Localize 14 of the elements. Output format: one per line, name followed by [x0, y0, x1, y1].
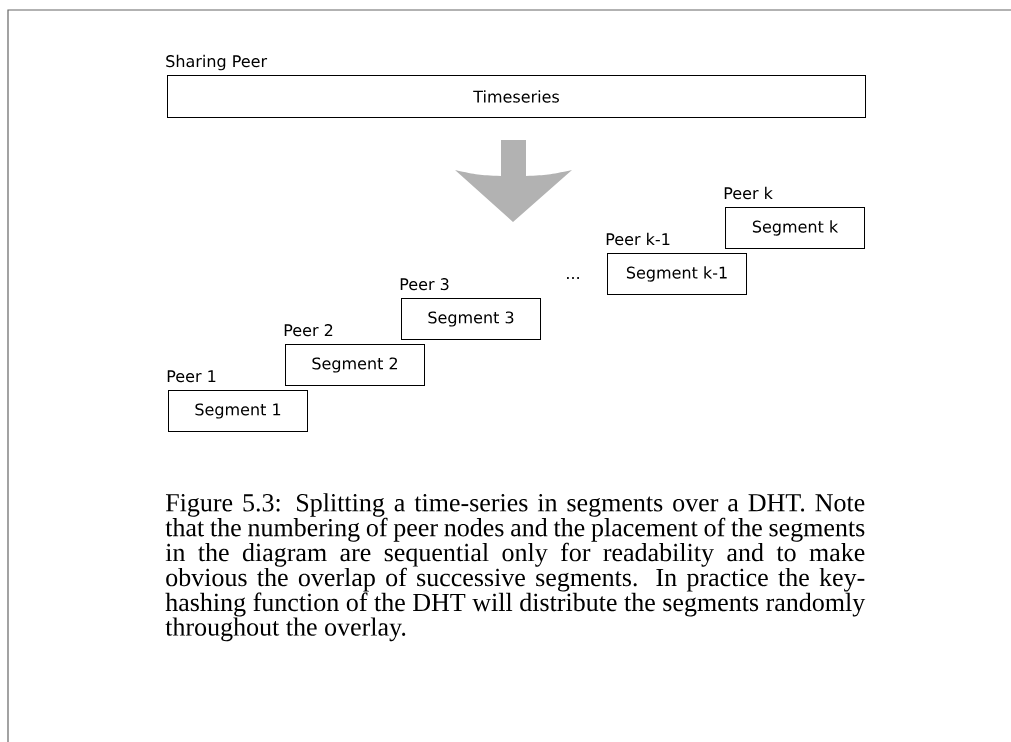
- peer-label: Peer k: [724, 186, 773, 200]
- segment-box: Segment 2: [285, 344, 425, 386]
- figure-caption: Figure 5.3: Splitting a time-series in segments over a DHT. Note that the numbering of peer nodes and the placement of the segments in the diagram are sequential only for readability and to make obvious the overlap of successive segments. In practice the key-hashing function of the DHT will distribute the segments randomly throughout the overlay.: [165, 493, 866, 642]
- peer-label: Peer 2: [284, 324, 333, 337]
- segment-box: Segment k: [725, 207, 865, 249]
- segment-box: Segment k-1: [607, 253, 747, 295]
- peer-label: Sharing Peer: [166, 54, 268, 71]
- segment-box: Segment 1: [168, 390, 308, 432]
- peer-label: Peer 3: [400, 278, 449, 291]
- timeseries-box: Timeseries: [167, 75, 866, 118]
- segment-box: Segment 3: [401, 298, 541, 340]
- peer-label: Peer k-1: [606, 232, 670, 246]
- peer-label: Peer 1: [167, 370, 216, 383]
- ellipsis-label: ...: [567, 277, 579, 279]
